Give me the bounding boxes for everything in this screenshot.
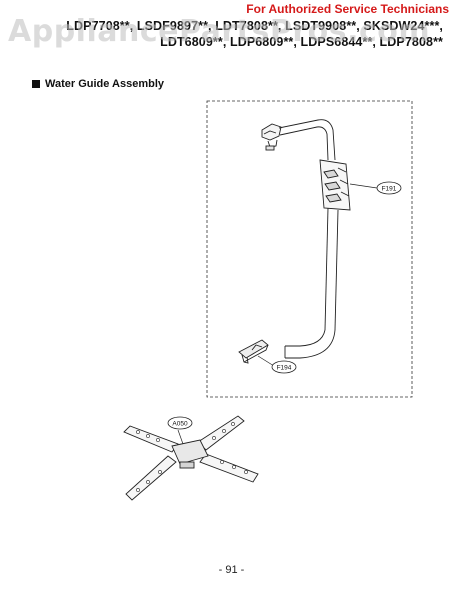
assembly-boundary [206,100,413,398]
f194-leader-line [257,355,275,367]
a050-callout [167,416,193,430]
f191-callout-label: F191 [382,186,397,193]
section-title-text: Water Guide Assembly [45,78,164,90]
section-title: Water Guide Assembly [32,78,164,90]
f194-callout [271,360,297,374]
bullet-square-icon [32,80,40,88]
spray-arm [123,415,259,501]
f194-callout-label: F194 [277,365,292,372]
model-list-line-2: LDT6809**, LDP6809**, LDPS6844**, LDP780… [160,35,443,49]
a050-callout-label: A050 [172,421,188,428]
f191-leader-line [349,183,378,189]
model-list-line-1: LDP7708**, LSDF9897**, LDT7808**, LSDT99… [66,19,443,33]
authorized-technicians-note: For Authorized Service Technicians [246,2,449,16]
f191-callout [376,181,402,195]
water-guide-pipe [261,119,351,359]
a050-leader-line [177,429,184,445]
page-number: - 91 - [218,564,245,576]
site-watermark: AppliancePartsPros.com [8,14,431,49]
clip-part [238,339,269,364]
spray-arm-nozzles [136,422,248,492]
